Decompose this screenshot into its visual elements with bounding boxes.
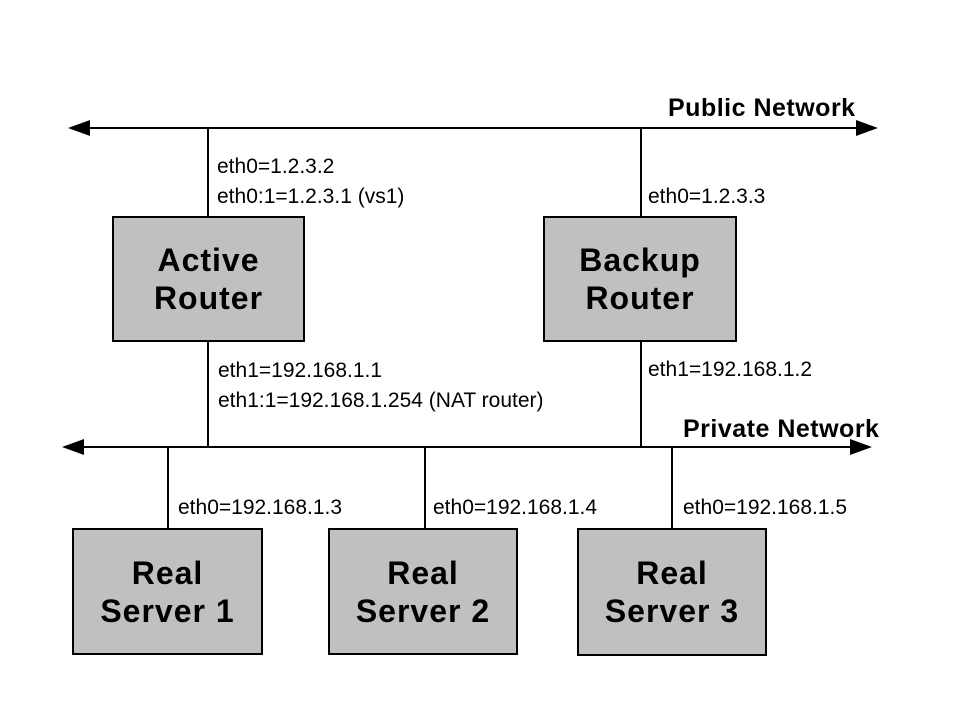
active-router-box: Active Router — [112, 216, 305, 342]
active-eth0-line1: eth0=1.2.3.2 — [217, 155, 335, 178]
backup-router-label-line2: Router — [585, 280, 695, 316]
connector-backup-router-private — [640, 342, 642, 447]
real-server-1-eth0-label: eth0=192.168.1.3 — [178, 496, 343, 519]
active-router-label-line2: Router — [153, 280, 264, 316]
private-network-line — [68, 446, 858, 448]
real-server-2-label-line2: Server 2 — [355, 592, 491, 629]
arrow-right-icon — [850, 439, 872, 455]
arrow-left-icon — [62, 439, 84, 455]
backup-router-box: Backup Router — [543, 216, 737, 342]
real-server-3-label-line2: Server 3 — [604, 593, 740, 629]
private-network-label: Private Network — [683, 415, 880, 443]
connector-real-server-3 — [671, 447, 673, 528]
real-server-2-box: Real Server 2 — [328, 528, 518, 655]
real-server-3-label-line1: Real — [636, 555, 708, 591]
real-server-2-eth0-label: eth0=192.168.1.4 — [433, 496, 598, 519]
public-network-line — [74, 127, 864, 129]
connector-active-router-private — [207, 342, 209, 447]
real-server-1-label-line1: Real — [131, 554, 204, 591]
real-server-2-label-line1: Real — [387, 554, 459, 591]
real-server-3-box: Real Server 3 — [577, 528, 767, 656]
backup-router-eth1-label: eth1=192.168.1.2 — [648, 358, 813, 381]
active-eth0-line2: eth0:1=1.2.3.1 (vs1) — [217, 185, 405, 208]
arrow-left-icon — [68, 120, 90, 136]
connector-active-router-public — [207, 128, 209, 216]
active-router-eth0-label: eth0=1.2.3.2 eth0:1=1.2.3.1 (vs1) — [217, 152, 404, 212]
active-eth1-line1: eth1=192.168.1.1 — [218, 359, 383, 382]
real-server-1-label-line2: Server 1 — [100, 592, 235, 629]
real-server-3-eth0-label: eth0=192.168.1.5 — [683, 496, 848, 519]
backup-router-label-line1: Backup — [579, 242, 701, 278]
active-router-eth1-label: eth1=192.168.1.1 eth1:1=192.168.1.254 (N… — [218, 356, 544, 416]
active-router-label-line1: Active — [157, 242, 260, 278]
real-server-1-box: Real Server 1 — [72, 528, 263, 655]
arrow-right-icon — [856, 120, 878, 136]
connector-real-server-2 — [424, 447, 426, 528]
connector-backup-router-public — [640, 128, 642, 216]
public-network-label: Public Network — [668, 94, 856, 122]
backup-router-eth0-label: eth0=1.2.3.3 — [648, 185, 766, 208]
connector-real-server-1 — [167, 447, 169, 528]
active-eth1-line2: eth1:1=192.168.1.254 (NAT router) — [218, 389, 544, 412]
